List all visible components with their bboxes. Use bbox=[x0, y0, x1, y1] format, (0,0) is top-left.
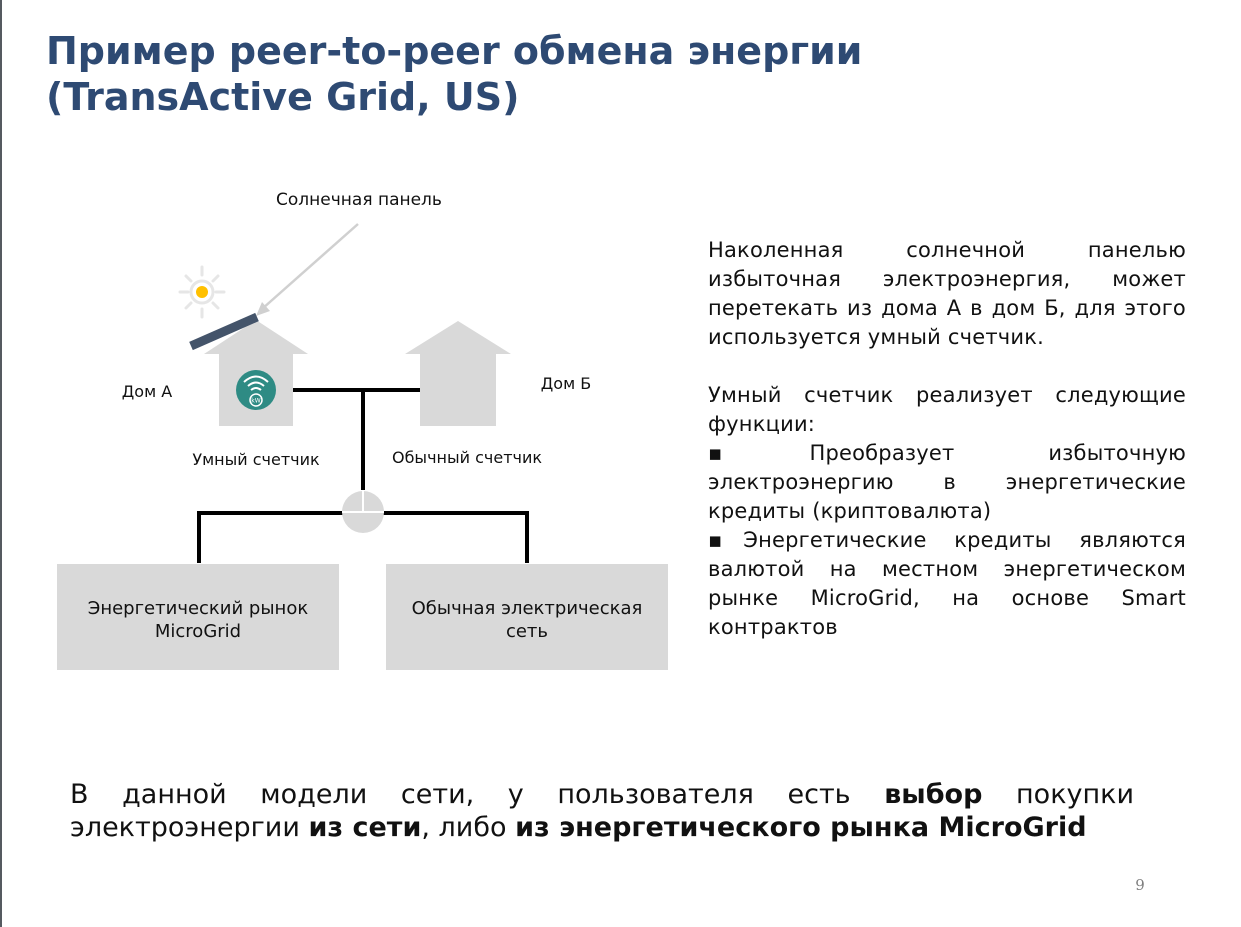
wiring bbox=[197, 388, 529, 563]
house-a-label: Дом А bbox=[122, 382, 172, 401]
slide-title: Пример peer-to-peer обмена энергии (Tran… bbox=[46, 28, 1146, 120]
slide-title-line1: Пример peer-to-peer обмена энергии bbox=[46, 29, 863, 73]
grid-box-line2: сеть bbox=[506, 621, 548, 642]
regular-grid-box: Обычная электрическая сеть bbox=[386, 564, 668, 670]
description-para2: Умный счетчик реализует следующие функци… bbox=[708, 383, 1186, 436]
summary-text: В данной модели сети, у пользователя ест… bbox=[70, 779, 1134, 843]
slide-left-border bbox=[0, 0, 2, 927]
description-para1: Наколенная солнечной панелью избыточная … bbox=[708, 238, 1186, 349]
energy-exchange-diagram: Солнечная панель kW bbox=[57, 190, 668, 670]
meter-icon-text: kW bbox=[251, 398, 260, 405]
solar-panel-label: Солнечная панель bbox=[276, 190, 442, 210]
house-b-label: Дом Б bbox=[541, 374, 591, 393]
sun-icon bbox=[178, 265, 226, 319]
slide-title-line2: (TransActive Grid, US) bbox=[46, 75, 520, 119]
smart-meter-icon: kW bbox=[236, 370, 276, 410]
market-box-line1: Энергетический рынок bbox=[88, 598, 309, 619]
smart-meter-label: Умный счетчик bbox=[192, 450, 320, 469]
microgrid-market-box: Энергетический рынок MicroGrid bbox=[57, 564, 339, 670]
summary-bold-choice: выбор bbox=[884, 779, 983, 810]
page-number: 9 bbox=[1135, 876, 1145, 894]
regular-meter-label: Обычный счетчик bbox=[392, 448, 542, 467]
market-box-line2: MicroGrid bbox=[155, 621, 241, 642]
description-bullet2: Энергетические кредиты являются валютой … bbox=[708, 526, 1186, 642]
description-bullet1: Преобразует избыточную электроэнергию в … bbox=[708, 439, 1186, 526]
description-text: Наколенная солнечной панелью избыточная … bbox=[708, 236, 1186, 642]
solar-panel-icon bbox=[189, 312, 259, 351]
grid-box-line1: Обычная электрическая bbox=[412, 598, 643, 619]
summary-bold-grid: из сети bbox=[308, 812, 422, 843]
pointer-arrow bbox=[256, 223, 359, 316]
summary-bold-market: из энергетического рынка MicroGrid bbox=[515, 812, 1087, 843]
house-b bbox=[405, 321, 511, 426]
junction-node bbox=[342, 491, 384, 533]
